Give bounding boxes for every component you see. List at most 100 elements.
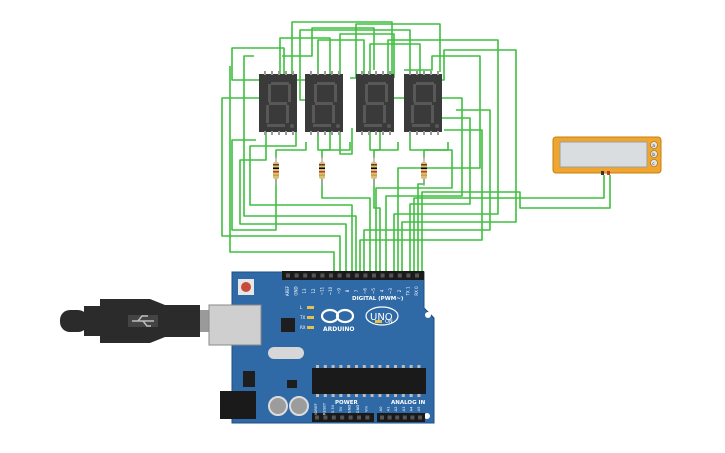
header-pin[interactable] xyxy=(380,273,385,278)
header-pin[interactable] xyxy=(402,415,407,420)
power-pin-label: GND xyxy=(347,405,352,414)
header-pin[interactable] xyxy=(395,415,400,420)
regulator xyxy=(243,371,255,387)
led-label: TX xyxy=(299,315,305,320)
sensor-button-label: a xyxy=(652,144,655,149)
header-pin[interactable] xyxy=(340,415,345,420)
digital-pin-label: 8 xyxy=(345,289,350,292)
resistor[interactable] xyxy=(371,156,377,186)
decimal-point xyxy=(336,124,340,128)
header-pin[interactable] xyxy=(389,273,394,278)
header-pin[interactable] xyxy=(387,415,392,420)
header-pin[interactable] xyxy=(406,273,411,278)
wire[interactable] xyxy=(363,109,491,272)
wire[interactable] xyxy=(221,97,341,272)
wire[interactable] xyxy=(375,128,453,272)
digital-pin-label: ~9 xyxy=(337,288,342,294)
resistor[interactable] xyxy=(319,156,325,186)
sensor-module[interactable]: abc xyxy=(552,136,662,175)
header-pin[interactable] xyxy=(372,273,376,278)
display-segment xyxy=(368,82,386,85)
display-segment xyxy=(364,124,382,127)
power-pin-label: IOREF xyxy=(313,403,318,414)
board-led xyxy=(307,326,314,329)
resistor[interactable] xyxy=(421,156,427,186)
wire[interactable] xyxy=(359,129,483,272)
display-segment xyxy=(412,124,430,127)
sensor-button-b[interactable]: b xyxy=(650,150,658,159)
resistor[interactable] xyxy=(273,156,279,186)
header-pin[interactable] xyxy=(331,415,336,420)
wire[interactable] xyxy=(231,47,285,92)
header-pin[interactable] xyxy=(329,273,333,278)
display-segment xyxy=(314,84,317,102)
header-pin[interactable] xyxy=(363,273,368,278)
wire[interactable] xyxy=(397,55,481,272)
reset-button[interactable] xyxy=(238,279,254,295)
wire[interactable] xyxy=(409,117,471,272)
header-pin[interactable] xyxy=(365,415,370,420)
power-pin-label: 3.3V xyxy=(330,404,335,413)
capacitor xyxy=(289,396,309,416)
wire[interactable] xyxy=(413,175,605,272)
display-segment xyxy=(267,124,285,127)
header-pin[interactable] xyxy=(311,273,316,278)
seven-segment-display[interactable] xyxy=(356,71,394,135)
power-label: POWER xyxy=(335,400,359,406)
wire[interactable] xyxy=(385,97,463,272)
header-pin[interactable] xyxy=(323,415,328,420)
digital-pin-label: AREF xyxy=(285,285,290,296)
display-segment xyxy=(433,84,436,102)
header-pin[interactable] xyxy=(303,273,308,278)
wire[interactable] xyxy=(373,142,399,158)
header-pin[interactable] xyxy=(357,415,361,420)
analog-header[interactable] xyxy=(377,413,425,422)
display-segment xyxy=(269,102,287,105)
header-pin[interactable] xyxy=(337,273,342,278)
wire[interactable] xyxy=(239,128,347,272)
sensor-button-a[interactable]: a xyxy=(650,141,658,150)
wire[interactable] xyxy=(231,139,277,231)
header-pin[interactable] xyxy=(320,273,325,278)
wire[interactable] xyxy=(421,175,611,272)
wire[interactable] xyxy=(275,142,307,158)
seven-segment-display[interactable] xyxy=(404,71,442,135)
sensor-pin xyxy=(601,171,604,175)
digital-pin-label: 7 xyxy=(354,289,359,292)
display-segment xyxy=(268,84,271,102)
wire[interactable] xyxy=(282,27,375,70)
header-pin[interactable] xyxy=(354,273,359,278)
display-segment xyxy=(365,84,368,102)
header-pin[interactable] xyxy=(315,415,319,420)
usb-cable[interactable] xyxy=(60,299,210,343)
digital-pin-label: ~6 xyxy=(362,288,367,294)
digital-header[interactable] xyxy=(282,271,424,280)
crystal xyxy=(268,347,304,359)
display-segment xyxy=(317,82,335,85)
header-pin[interactable] xyxy=(286,273,290,278)
wire[interactable] xyxy=(401,49,517,272)
seven-segment-display[interactable] xyxy=(305,71,343,135)
header-pin[interactable] xyxy=(410,415,415,420)
decimal-point xyxy=(435,124,439,128)
wire[interactable] xyxy=(321,142,351,158)
wire[interactable] xyxy=(423,142,449,158)
wire[interactable] xyxy=(229,66,335,272)
wire[interactable] xyxy=(243,55,357,272)
wire[interactable] xyxy=(279,37,331,81)
header-pin[interactable] xyxy=(397,273,402,278)
wire[interactable] xyxy=(373,172,381,272)
seven-segment-display[interactable] xyxy=(259,71,297,135)
digital-pin-label: 2 xyxy=(397,289,402,292)
header-pin[interactable] xyxy=(294,273,299,278)
digital-pin-label: TX 1 xyxy=(405,286,410,296)
digital-pin-label: 12 xyxy=(311,288,316,294)
atmega-chip xyxy=(312,368,426,394)
sensor-button-c[interactable]: c xyxy=(650,159,658,168)
header-pin[interactable] xyxy=(346,273,351,278)
header-pin[interactable] xyxy=(348,415,353,420)
header-pin[interactable] xyxy=(380,415,384,420)
header-pin[interactable] xyxy=(415,273,419,278)
header-pin[interactable] xyxy=(418,415,422,420)
